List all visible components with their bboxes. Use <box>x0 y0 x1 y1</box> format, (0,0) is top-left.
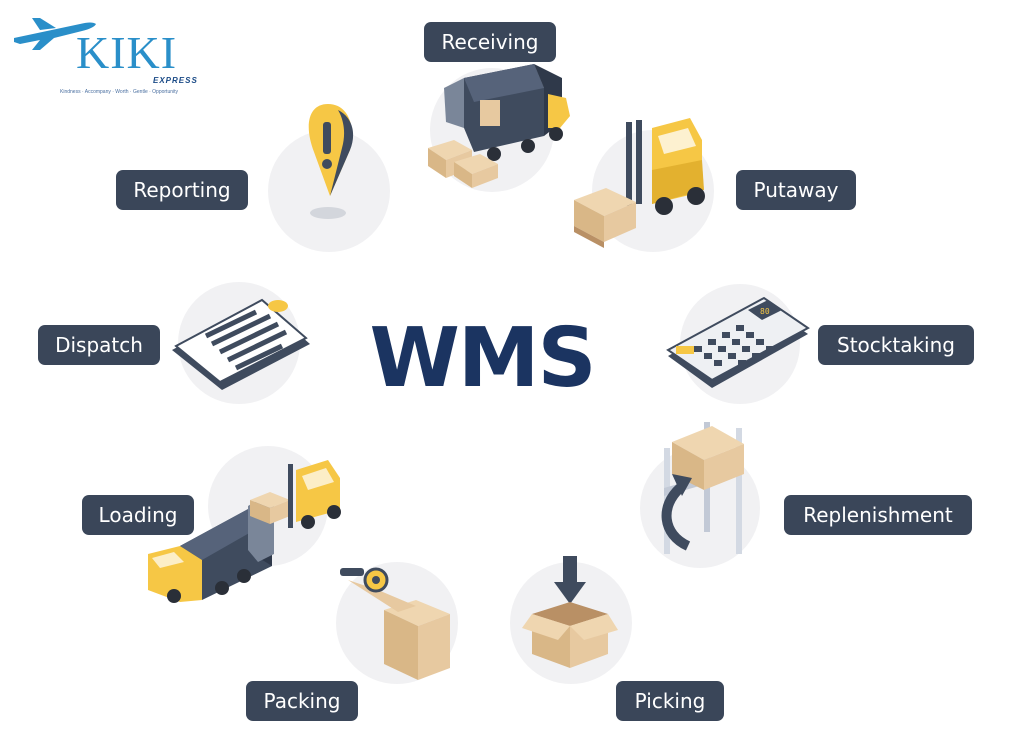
label-stocktaking: Stocktaking <box>818 325 974 365</box>
truck-receiving-icon <box>428 64 570 188</box>
rack-replenishment-icon <box>661 422 744 554</box>
label-putaway: Putaway <box>736 170 856 210</box>
tape-packing-icon <box>340 567 450 680</box>
truck-loading-icon <box>148 460 341 603</box>
alert-pin-icon <box>308 104 354 219</box>
label-dispatch: Dispatch <box>38 325 160 365</box>
calculator-display: 80 <box>760 307 770 316</box>
label-picking: Picking <box>616 681 724 721</box>
airplane-icon <box>14 18 96 50</box>
clipboard-dispatch-icon <box>172 298 310 390</box>
label-reporting: Reporting <box>116 170 248 210</box>
forklift-putaway-icon <box>574 118 705 248</box>
logo-wordmark: KIKI <box>76 27 178 78</box>
wms-title: WMS <box>369 311 596 406</box>
label-loading: Loading <box>82 495 194 535</box>
logo-subtitle: EXPRESS <box>153 76 198 85</box>
box-picking-icon <box>522 556 618 668</box>
label-receiving: Receiving <box>424 22 556 62</box>
label-packing: Packing <box>246 681 358 721</box>
calculator-icon: 80 <box>666 296 810 388</box>
kiki-express-logo: KIKI EXPRESS Kindness · Accompany · Wort… <box>10 8 210 98</box>
logo-tagline: Kindness · Accompany · Worth · Gentle · … <box>60 89 179 95</box>
label-replenishment: Replenishment <box>784 495 972 535</box>
